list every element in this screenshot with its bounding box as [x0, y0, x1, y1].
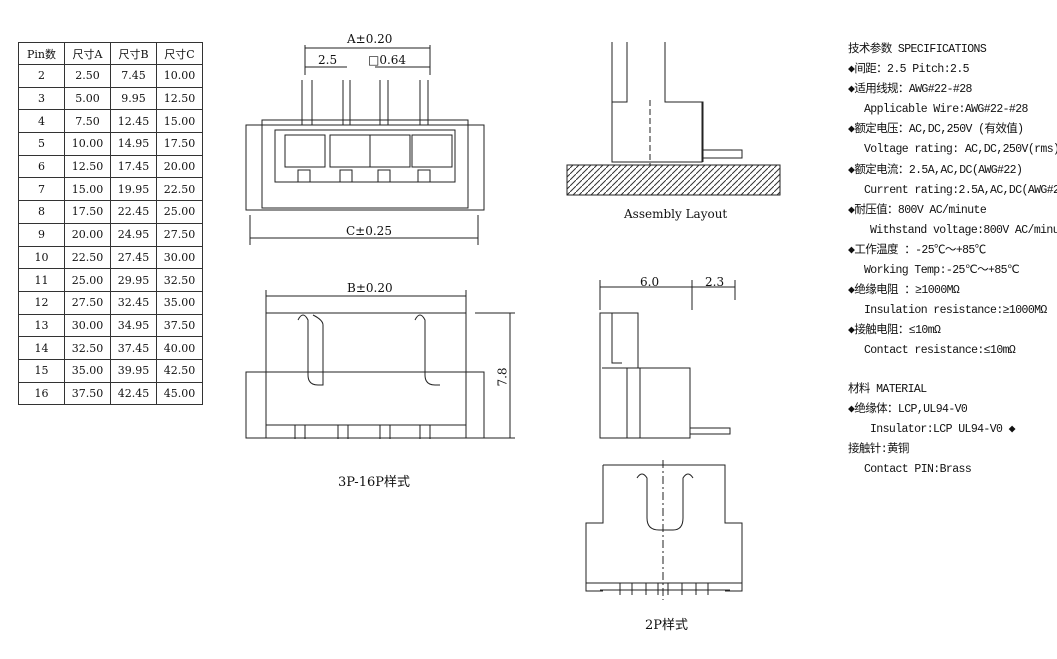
table-cell: 11 [18, 268, 65, 292]
table-cell: 30.00 [64, 313, 111, 338]
spec-line: ◆工作温度 ：-25℃～+85℃ [848, 243, 986, 257]
front-view [245, 290, 515, 439]
table-cell: 27.50 [64, 290, 111, 315]
table-cell: 19.95 [110, 177, 157, 202]
table-cell: 7.45 [110, 64, 157, 88]
dim-pin-label: □0.64 [368, 53, 407, 67]
spec-line: ◆接触电阻：≤10mΩ [848, 324, 941, 338]
column-header: 尺寸C [156, 42, 203, 65]
table-cell: 42.50 [156, 358, 203, 383]
spec-line: Withstand voltage:800V AC/minute [870, 223, 1057, 237]
spec-line: 接触针:黄铜 [848, 442, 909, 456]
dim-side2-label: 2.3 [705, 275, 725, 289]
side-view [599, 280, 736, 439]
2p-caption: 2P样式 [645, 618, 689, 633]
spec-line: ◆间距：2.5 Pitch:2.5 [848, 63, 970, 77]
table-cell: 25.00 [64, 268, 111, 292]
spec-line: ◆绝缘体：LCP,UL94-V0 [848, 402, 968, 416]
spec-line: Working Temp:-25℃～+85℃ [864, 264, 1020, 278]
dim-pitch-label: 2.5 [318, 53, 338, 67]
spec-line: Insulator:LCP UL94-V0 ◆ [870, 422, 1016, 436]
spec-line: ◆适用线规：AWG#22-#28 [848, 83, 972, 97]
table-cell: 45.00 [156, 381, 203, 406]
table-cell: 12.45 [110, 109, 157, 134]
assembly-layout [566, 42, 781, 196]
assembly-caption: Assembly Layout [624, 207, 728, 221]
table-cell: 37.50 [64, 381, 111, 406]
material-title: 材料 MATERIAL [848, 382, 927, 396]
spec-line: Applicable Wire:AWG#22-#28 [864, 103, 1028, 117]
multi-pin-caption: 3P-16P样式 [338, 475, 410, 490]
2p-view [585, 460, 743, 600]
column-header: Pin数 [18, 42, 65, 65]
table-cell: 22.50 [64, 245, 111, 270]
table-cell: 15.00 [156, 109, 203, 134]
table-cell: 20.00 [64, 222, 111, 247]
dim-c-label: C±0.25 [346, 224, 392, 238]
top-view [245, 45, 485, 245]
column-header: 尺寸B [110, 42, 157, 65]
dim-h-label: 7.8 [495, 367, 510, 387]
spec-line: Voltage rating: AC,DC,250V(rms) [864, 143, 1057, 157]
table-cell: 7.50 [64, 109, 111, 134]
spec-title: 技术参数 SPECIFICATIONS [848, 43, 987, 56]
dim-a-label: A±0.20 [347, 32, 393, 46]
table-cell: 42.45 [110, 381, 157, 406]
table-cell: 27.50 [156, 222, 203, 247]
table-cell: 17.45 [110, 154, 157, 179]
spec-line: Insulation resistance:≥1000MΩ [864, 304, 1047, 318]
specifications: 技术参数 SPECIFICATIONS ◆间距：2.5 Pitch:2.5 ◆适用… [848, 40, 1057, 480]
table-cell: 14.95 [110, 132, 157, 156]
dim-side1-label: 6.0 [640, 275, 660, 289]
table-cell: 25.00 [156, 200, 203, 224]
spec-line: ◆额定电压：AC,DC,250V (有效值) [848, 123, 1024, 137]
table-cell: 22.50 [156, 177, 203, 202]
spec-line: ◆绝缘电阻 ：≥1000MΩ [848, 284, 960, 298]
spec-line: ◆耐压值：800V AC/minute [848, 203, 987, 217]
table-cell: 27.45 [110, 245, 157, 270]
spec-line: Contact resistance:≤10mΩ [864, 344, 1016, 358]
spec-line: Contact PIN:Brass [864, 462, 972, 476]
spec-line: Current rating:2.5A,AC,DC(AWG#22) [864, 183, 1057, 197]
dim-b-label: B±0.20 [347, 281, 393, 295]
spec-line: ◆额定电流：2.5A,AC,DC(AWG#22) [848, 163, 1023, 177]
